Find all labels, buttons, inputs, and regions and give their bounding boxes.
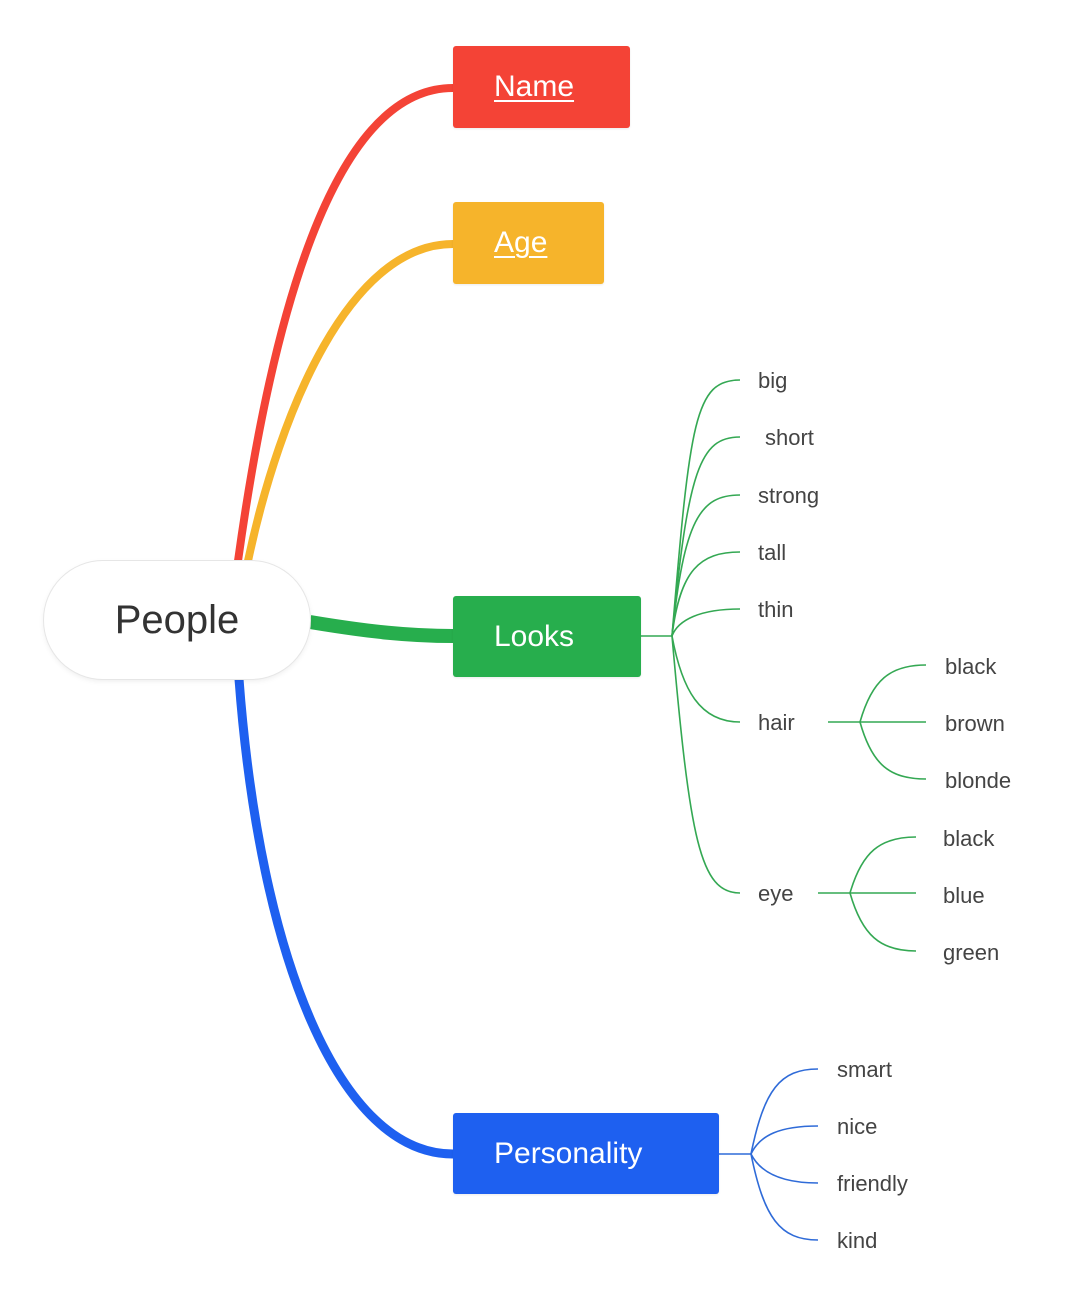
topic-personality-label: Personality [494,1136,643,1170]
connector-looks [308,615,454,643]
connector-nice [750,1125,819,1155]
topic-looks[interactable]: Looks [453,596,641,677]
hair-option-black[interactable]: black [945,654,997,679]
subtopic-friendly[interactable]: friendly [837,1171,908,1196]
connector-eye [671,635,741,894]
topic-age[interactable]: Age [453,202,604,284]
hair-option-brown[interactable]: brown [945,711,1005,736]
connector-tall [671,551,741,637]
subtopic-thin[interactable]: thin [758,597,794,622]
subtopic-nice[interactable]: nice [837,1114,878,1139]
subtopic-hair[interactable]: hair [758,710,795,735]
connector-kind [750,1153,819,1241]
topic-age-link[interactable]: Age [494,226,548,259]
topic-name[interactable]: Name [453,46,630,128]
subtopic-tall[interactable]: tall [758,540,787,565]
connector-personality [234,674,458,1159]
connector-hair-blonde [859,721,927,780]
subtopic-smart[interactable]: smart [837,1057,892,1082]
connector-smart [750,1068,819,1155]
hair-option-blonde[interactable]: blonde [945,768,1012,793]
eye-option-blue[interactable]: blue [943,883,985,908]
root-topic-label: People [114,597,240,642]
connector-thin [671,608,741,637]
subtopic-kind[interactable]: kind [837,1228,878,1253]
connector-hair [671,635,741,723]
connector-age [244,240,457,565]
subtopic-big[interactable]: big [758,368,788,393]
connector-short [671,436,741,637]
connector-friendly [750,1153,819,1184]
eye-option-black[interactable]: black [943,826,995,851]
root-topic-people[interactable]: People [44,561,310,679]
topic-looks-label: Looks [494,619,575,653]
connector-hair-black [859,664,927,723]
eye-option-green[interactable]: green [943,940,1000,965]
connector-big [671,379,741,637]
connector-strong [671,494,741,637]
subtopic-short[interactable]: short [765,425,814,450]
connector-eye-green [849,892,917,952]
topic-name-link[interactable]: Name [494,70,575,103]
subtopic-strong[interactable]: strong [758,483,820,508]
subtopic-eye[interactable]: eye [758,881,794,906]
connector-name [234,84,457,565]
topic-personality[interactable]: Personality [453,1113,719,1194]
connector-eye-black [849,836,917,894]
